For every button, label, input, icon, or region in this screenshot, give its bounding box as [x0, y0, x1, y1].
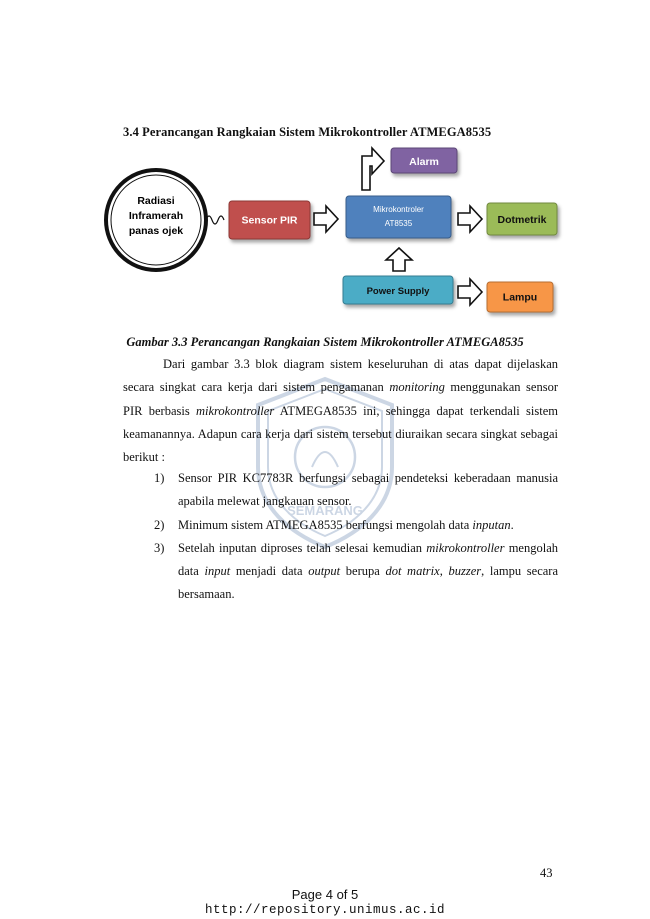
microcontroller-block: Mikrokontroler AT8535 — [345, 195, 452, 239]
arrow-micro-to-alarm-icon — [361, 145, 386, 191]
para-text-3: ATMEGA8535 ini, sehingga dapat terkendal… — [123, 403, 558, 465]
list-text: Setelah inputan diproses telah selesai k… — [178, 540, 427, 555]
circle-line-3: panas ojek — [129, 225, 183, 237]
university-seal-watermark-icon: SEMARANG — [256, 376, 394, 550]
list-item: 3) Setelah inputan diproses telah selesa… — [123, 537, 558, 607]
list-italic: inputan — [472, 517, 511, 532]
radiation-source-circle: Radiasi Inframerah panas ojek — [104, 168, 208, 272]
list-number: 3) — [154, 540, 165, 555]
arrow-power-to-micro-icon — [383, 246, 415, 272]
list-italic: dot matrix — [385, 564, 440, 579]
arrow-power-to-lampu-icon — [457, 276, 484, 308]
arrow-micro-to-dotmetrik-icon — [457, 203, 484, 235]
sensor-pir-block: Sensor PIR — [228, 200, 311, 240]
power-supply-block: Power Supply — [342, 275, 454, 305]
list-text: Minimum sistem ATMEGA8535 berfungsi meng… — [178, 517, 473, 532]
list-text: , — [439, 564, 449, 579]
wave-connector — [205, 215, 225, 225]
section-heading: 3.4 Perancangan Rangkaian Sistem Mikroko… — [123, 125, 492, 139]
dotmetrik-block: Dotmetrik — [486, 202, 558, 236]
list-text: menjadi data — [230, 564, 309, 579]
list-number: 2) — [154, 517, 165, 532]
block-diagram: Radiasi Inframerah panas ojek Sensor PIR… — [104, 145, 558, 313]
figure-caption: Gambar 3.3 Perancangan Rangkaian Sistem … — [126, 335, 524, 349]
list-italic: buzzer — [448, 564, 482, 579]
list-item: 2) Minimum sistem ATMEGA8535 berfungsi m… — [123, 514, 558, 537]
lampu-block: Lampu — [486, 281, 554, 313]
seal-text: SEMARANG — [287, 503, 363, 518]
list-number: 1) — [154, 471, 165, 485]
alarm-label: Alarm — [409, 156, 439, 168]
para-text-1: Dari gambar 3.3 blok diagram sistem kese… — [123, 357, 558, 395]
list-text: Sensor PIR KC7783R berfungsi sebagai pen… — [178, 471, 558, 509]
page-number: 43 — [540, 866, 553, 880]
body-paragraph: Dari gambar 3.3 blok diagram sistem kese… — [123, 353, 558, 469]
list-italic: input — [204, 564, 231, 579]
lampu-label: Lampu — [503, 292, 537, 304]
para-italic-1: monitoring — [389, 380, 445, 395]
circle-line-1: Radiasi — [137, 195, 174, 207]
micro-line-2: AT8535 — [385, 219, 413, 228]
sensor-pir-label: Sensor PIR — [241, 215, 297, 227]
list-text: , lampu secara bersamaan. — [178, 564, 559, 602]
footer-page-of: Page 4 of 5 — [291, 887, 359, 902]
footer-url-link[interactable]: http://repository.unimus.ac.id — [204, 903, 446, 917]
para-text-2: menggunakan sensor PIR berbasis — [123, 380, 558, 418]
alarm-block: Alarm — [390, 147, 458, 174]
steps-list: 1) Sensor PIR KC7783R berfungsi sebagai … — [123, 467, 558, 607]
list-text: mengolah data — [178, 540, 558, 579]
para-italic-2: mikrokontroller — [195, 403, 275, 418]
micro-line-1: Mikrokontroler — [373, 205, 424, 214]
circle-line-2: Inframerah — [129, 210, 183, 222]
dotmetrik-label: Dotmetrik — [497, 214, 546, 226]
list-text: berupa — [340, 564, 386, 579]
list-italic: output — [308, 564, 341, 579]
list-item: 1) Sensor PIR KC7783R berfungsi sebagai … — [123, 467, 558, 514]
list-italic: mikrokontroller — [426, 540, 505, 555]
arrow-sensor-to-micro-icon — [313, 203, 340, 235]
power-supply-label: Power Supply — [367, 286, 431, 297]
list-tail: . — [510, 517, 514, 532]
